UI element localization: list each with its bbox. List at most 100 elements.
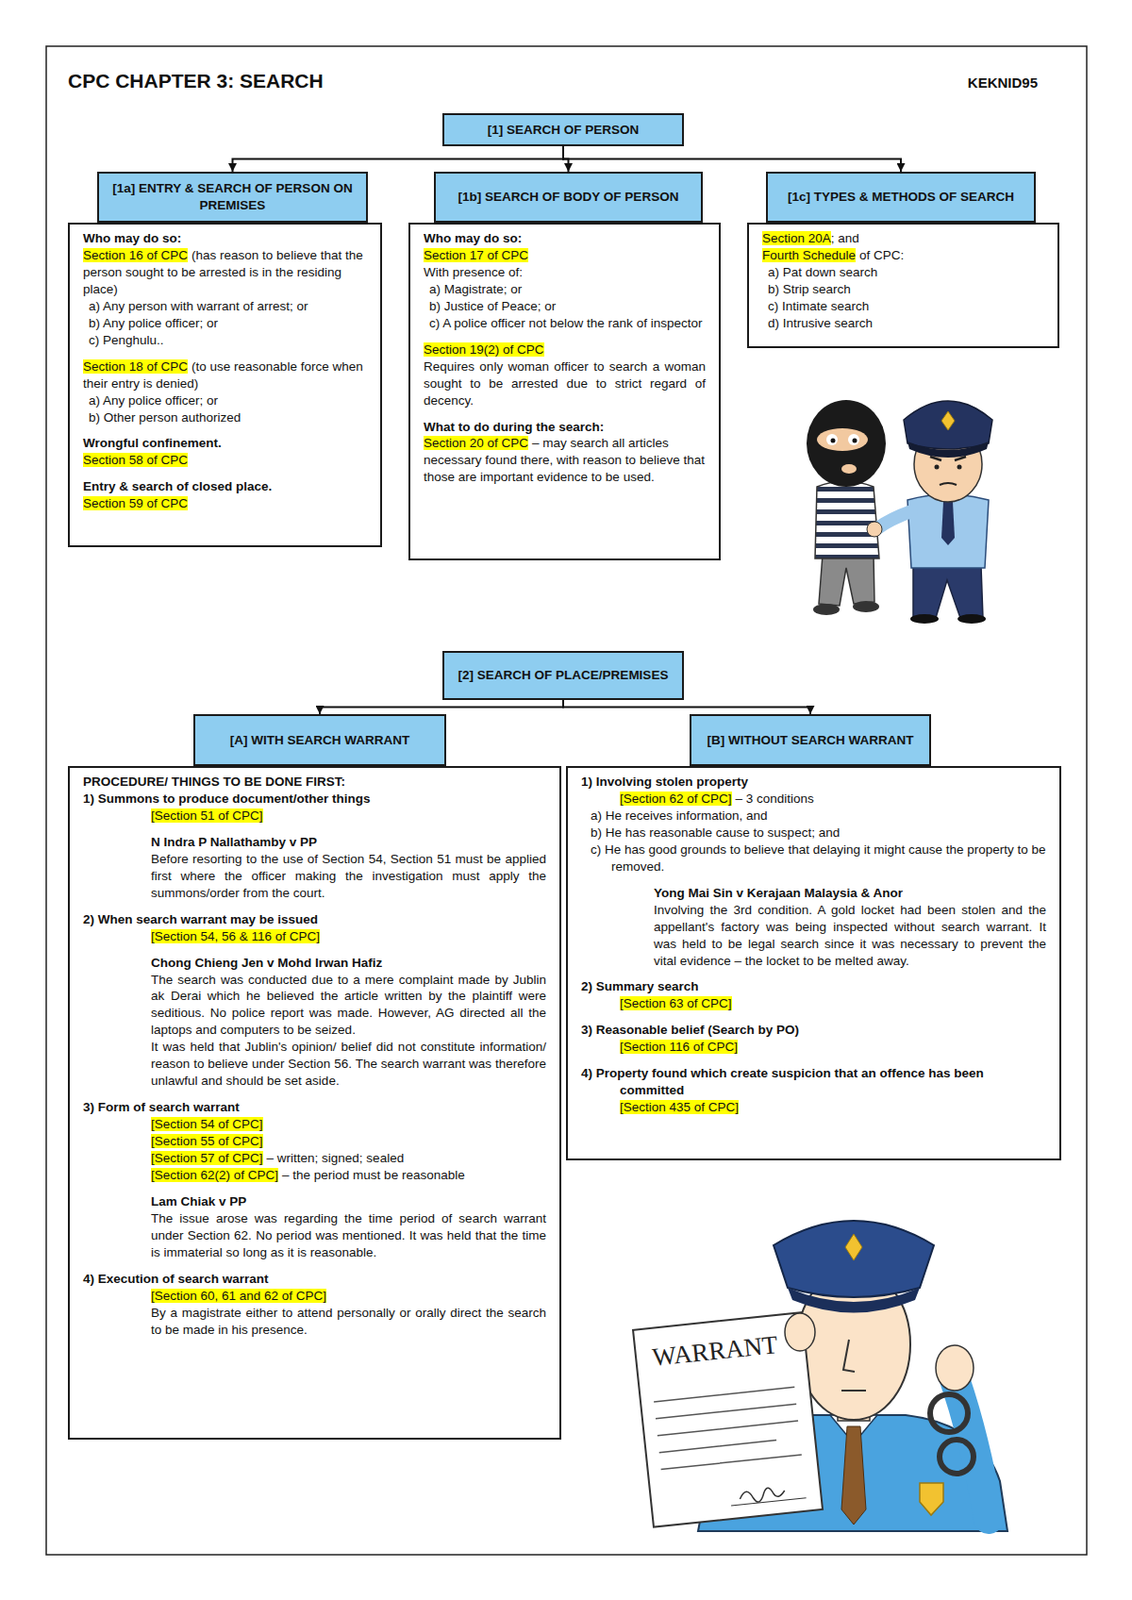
list-item: c) Penghulu.. bbox=[88, 332, 165, 348]
text-line: Who may do so: bbox=[423, 230, 706, 248]
text-line: c) A police officer not below the rank o… bbox=[429, 315, 706, 333]
text-line: Section 17 of CPC bbox=[423, 247, 706, 265]
thief-figure-part bbox=[831, 438, 836, 444]
connector-arrow bbox=[319, 699, 564, 715]
body-text: By a magistrate either to attend persona… bbox=[150, 1305, 547, 1337]
body-text: Involving the 3rd condition. A gold lock… bbox=[653, 902, 1047, 968]
list-item: b) Other person authorized bbox=[88, 410, 241, 425]
content-box: Who may do so:Section 17 of CPCWith pres… bbox=[408, 222, 721, 561]
text-line: Requires only woman officer to search a … bbox=[423, 358, 706, 410]
sub-heading: 2) When search warrant may be issued bbox=[83, 912, 318, 927]
text-line: Involving the 3rd condition. A gold lock… bbox=[653, 901, 1047, 970]
content-box: 1) Involving stolen property[Section 62 … bbox=[566, 765, 1062, 1161]
text-line: [Section 55 of CPC] bbox=[150, 1132, 547, 1150]
police-figure-part bbox=[934, 465, 940, 470]
heading-box: [1b] SEARCH OF BODY OF PERSON bbox=[433, 171, 703, 223]
sub-heading: Who may do so: bbox=[423, 231, 522, 246]
police-figure-part bbox=[913, 566, 983, 618]
heading-text: [1a] ENTRY & SEARCH OF PERSON ON PREMISE… bbox=[108, 180, 357, 215]
text-line: Section 16 of CPC(has reason to believe … bbox=[83, 247, 367, 299]
list-item: c) Intimate search bbox=[767, 299, 869, 314]
text-line: Section 58 of CPC bbox=[83, 451, 367, 469]
section-ref: Section 20A bbox=[762, 231, 832, 246]
text-line: What to do during the search: bbox=[423, 418, 706, 436]
text-line: The issue arose was regarding the time p… bbox=[150, 1210, 547, 1262]
text-line: PROCEDURE/ THINGS TO BE DONE FIRST: bbox=[83, 773, 547, 791]
text-line: [Section 435 of CPC] bbox=[619, 1098, 1047, 1116]
sub-heading: 2) Summary search bbox=[581, 979, 700, 994]
text-line: a) Any person with warrant of arrest; or bbox=[88, 298, 367, 316]
text-line: 4) Execution of search warrant bbox=[83, 1270, 547, 1288]
list-item: a) Any person with warrant of arrest; or bbox=[88, 299, 309, 314]
text-line: N Indra P Nallathamby v PP bbox=[150, 833, 547, 851]
heading-text: [B] WITHOUT SEARCH WARRANT bbox=[707, 732, 915, 750]
warrant-officer-figure-part bbox=[784, 1313, 816, 1351]
sub-heading: 4) Execution of search warrant bbox=[83, 1271, 269, 1286]
section-ref: Section 58 of CPC bbox=[83, 452, 188, 467]
heading-box: [1] SEARCH OF PERSON bbox=[442, 113, 684, 147]
text-line: 2) Summary search bbox=[581, 978, 1047, 996]
heading-box: [1a] ENTRY & SEARCH OF PERSON ON PREMISE… bbox=[97, 171, 368, 223]
case-name: Yong Mai Sin v Kerajaan Malaysia & Anor bbox=[653, 885, 903, 900]
section-ref: Section 17 of CPC bbox=[423, 248, 529, 263]
section-ref: Section 59 of CPC bbox=[83, 496, 188, 511]
text-line: It was held that Jublin's opinion/ belie… bbox=[150, 1038, 547, 1090]
text-line: [Section 116 of CPC] bbox=[619, 1038, 1047, 1056]
thief-figure-part bbox=[816, 428, 868, 451]
body-text: of CPC: bbox=[859, 248, 904, 263]
list-item: b) Justice of Peace; or bbox=[429, 299, 556, 314]
text-line: Chong Chieng Jen v Mohd Irwan Hafiz bbox=[150, 954, 547, 972]
text-line: Section 59 of CPC bbox=[83, 495, 367, 513]
thief-figure bbox=[806, 399, 886, 616]
text-line: b) Strip search bbox=[767, 281, 1045, 299]
text-line: [Section 57 of CPC]– written; signed; se… bbox=[150, 1149, 547, 1167]
warrant-officer-figure-part bbox=[845, 1233, 863, 1261]
text-line: [Section 60, 61 and 62 of CPC] bbox=[150, 1287, 547, 1305]
text-line: Section 18 of CPC(to use reasonable forc… bbox=[83, 358, 367, 393]
list-item: c) He has good grounds to believe that d… bbox=[590, 842, 1047, 874]
page-border bbox=[46, 46, 1087, 1555]
list-item: c) A police officer not below the rank o… bbox=[429, 316, 702, 331]
sub-heading: Entry & search of closed place. bbox=[83, 479, 272, 494]
police-figure-part bbox=[910, 614, 939, 624]
heading-text: [A] WITH SEARCH WARRANT bbox=[230, 732, 410, 750]
section-ref: [Section 57 of CPC] bbox=[150, 1150, 264, 1166]
section-ref: [Section 116 of CPC] bbox=[619, 1039, 738, 1054]
police-figure-part bbox=[941, 501, 955, 546]
warrant-paper-part bbox=[653, 1386, 802, 1469]
text-line: c) Intimate search bbox=[767, 298, 1045, 316]
text-line: 4) Property found which create suspicion… bbox=[581, 1065, 1047, 1099]
list-item: a) He receives information, and bbox=[590, 808, 768, 823]
warrant-officer-figure bbox=[632, 1220, 1008, 1532]
text-line: c) He has good grounds to believe that d… bbox=[590, 841, 1047, 876]
warrant-paper bbox=[632, 1312, 823, 1528]
body-text: ; and bbox=[831, 231, 860, 246]
heading-box: [B] WITHOUT SEARCH WARRANT bbox=[689, 714, 932, 766]
police-figure bbox=[866, 400, 993, 624]
text-line: Before resorting to the use of Section 5… bbox=[150, 850, 547, 902]
connector-arrow bbox=[233, 146, 565, 172]
text-line: a) Any police officer; or bbox=[88, 392, 367, 410]
police-figure-part bbox=[866, 521, 883, 537]
text-line: 2) When search warrant may be issued bbox=[83, 911, 547, 929]
police-figure-part bbox=[877, 511, 912, 529]
text-line: 3) Reasonable belief (Search by PO) bbox=[581, 1021, 1047, 1039]
body-text: – 3 conditions bbox=[735, 791, 815, 806]
sub-heading: 1) Summons to produce document/other thi… bbox=[83, 791, 371, 806]
warrant-officer-figure-part bbox=[930, 1394, 968, 1432]
list-item: a) Any police officer; or bbox=[88, 393, 218, 408]
section-ref: [Section 55 of CPC] bbox=[150, 1133, 264, 1149]
police-figure-part bbox=[957, 614, 986, 624]
sub-heading: What to do during the search: bbox=[423, 419, 604, 434]
heading-box: [2] SEARCH OF PLACE/PREMISES bbox=[442, 650, 684, 700]
section-ref: Section 18 of CPC bbox=[83, 359, 188, 374]
body-text: The search was conducted due to a mere c… bbox=[150, 972, 547, 1038]
text-line: Who may do so: bbox=[83, 230, 367, 248]
text-line: 3) Form of search warrant bbox=[83, 1098, 547, 1116]
section-ref: [Section 51 of CPC] bbox=[150, 808, 264, 823]
text-line: b) Other person authorized bbox=[88, 409, 367, 427]
sub-heading: PROCEDURE/ THINGS TO BE DONE FIRST: bbox=[83, 774, 346, 789]
body-text: Before resorting to the use of Section 5… bbox=[150, 851, 547, 900]
warrant-officer-figure-part bbox=[843, 1339, 855, 1372]
